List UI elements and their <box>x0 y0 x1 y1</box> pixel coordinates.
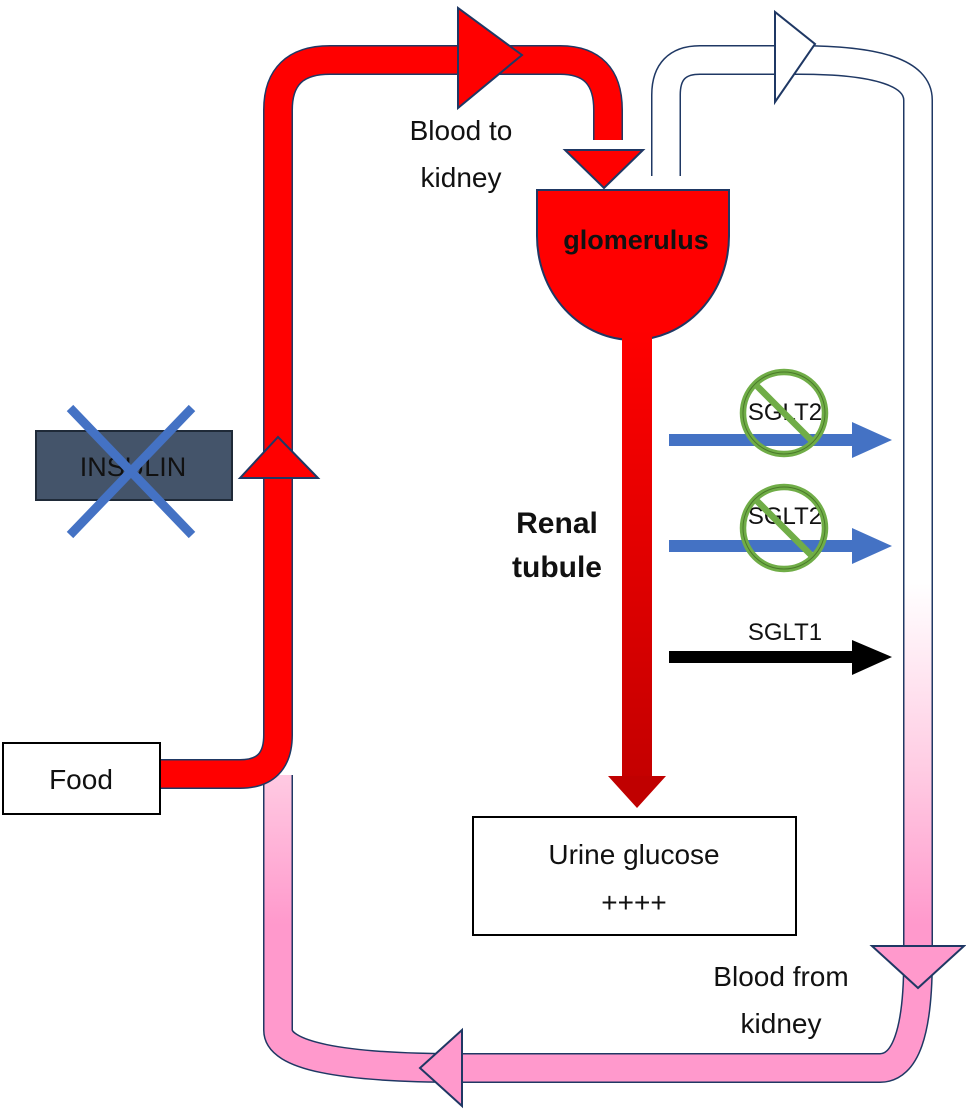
blood-to-kidney-path <box>160 6 646 789</box>
red-path-fill <box>160 46 622 788</box>
no-symbol-icon <box>739 368 829 458</box>
blood-to-kidney-label-line1: Blood to <box>410 115 513 146</box>
renal-tubule-label-line1: Renal <box>516 507 598 540</box>
red-path-outline <box>160 45 623 789</box>
blood-from-kidney-label-line2: kidney <box>741 1008 822 1039</box>
red-up-arrowhead <box>237 435 321 479</box>
renal-tubule-label-line2: tubule <box>512 551 602 584</box>
blood-from-kidney-label-line1: Blood from <box>713 961 848 992</box>
sglt2-arrowhead-top <box>852 422 892 458</box>
urine-glucose-label: Urine glucose <box>548 839 719 870</box>
return-blood-path <box>263 9 966 1109</box>
sglt1-transporter: SGLT1 <box>669 619 892 675</box>
sglt1-arrowhead <box>852 640 892 675</box>
sglt2-arrowhead-bottom <box>852 528 892 564</box>
no-symbol-icon <box>739 483 829 573</box>
blood-to-kidney-label-line2: kidney <box>421 162 502 193</box>
insulin-box: INSULIN <box>35 404 233 539</box>
cross-out-icon <box>66 404 196 539</box>
efferent-arrowhead <box>774 9 817 106</box>
sglt2-transporter-top: SGLT2 <box>669 368 892 458</box>
red-right-arrowhead <box>457 6 524 111</box>
return-down-arrowhead <box>869 945 966 990</box>
sglt1-arrow <box>669 651 855 663</box>
sglt2-transporter-bottom: SGLT2 <box>669 483 892 573</box>
food-box: Food <box>2 742 161 815</box>
urine-glucose-level: ++++ <box>601 887 666 918</box>
glomerulus-bowl <box>536 189 730 341</box>
food-label: Food <box>49 764 113 795</box>
sglt2-arrow-bottom <box>669 540 855 552</box>
urine-glucose-box: Urine glucose ++++ <box>472 816 797 936</box>
return-left-arrowhead <box>418 1027 463 1109</box>
glomerulus-label: glomerulus <box>563 225 709 255</box>
sglt1-label: SGLT1 <box>748 619 822 646</box>
renal-tubule-arrow <box>608 330 666 808</box>
red-down-arrowhead <box>562 149 646 190</box>
